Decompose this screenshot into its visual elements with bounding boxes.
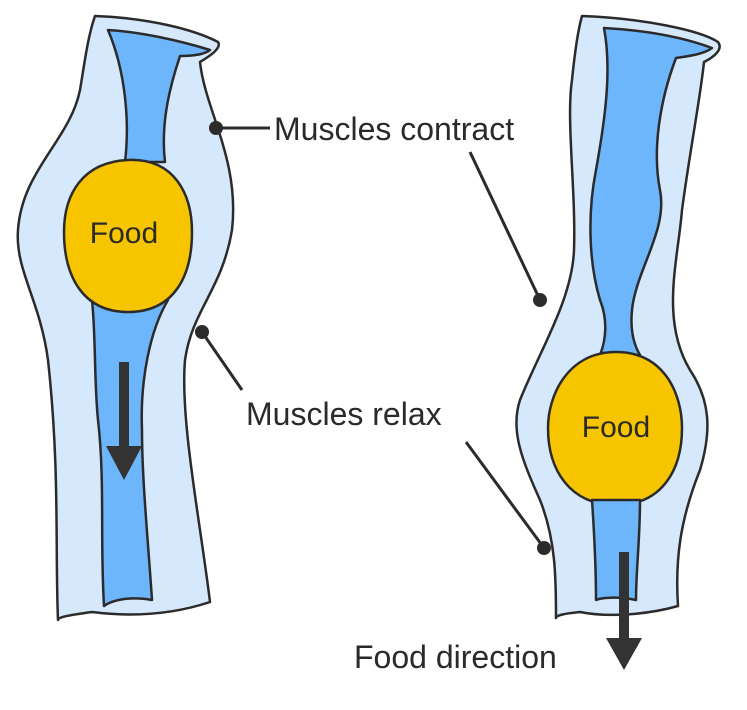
left-food-bolus bbox=[62, 158, 194, 314]
left-lumen-upper bbox=[106, 28, 212, 164]
relax-leader-left bbox=[200, 331, 244, 391]
left-food-label: Food bbox=[90, 217, 158, 250]
right-lumen-upper bbox=[589, 26, 714, 357]
relax-dot-left bbox=[195, 325, 209, 339]
left-esophagus-segment: Food bbox=[16, 14, 235, 622]
relax-leader-right bbox=[464, 441, 546, 549]
muscles-relax-label: Muscles relax bbox=[246, 396, 442, 432]
relax-dot-right bbox=[537, 541, 551, 555]
left-down-arrow-icon bbox=[106, 362, 142, 480]
callout-lines bbox=[195, 121, 551, 555]
right-esophagus-segment: Food bbox=[515, 14, 721, 670]
muscles-contract-label: Muscles contract bbox=[274, 111, 514, 147]
contract-dot-left bbox=[209, 121, 223, 135]
food-direction-label: Food direction bbox=[354, 639, 557, 675]
contract-dot-right bbox=[533, 293, 547, 307]
right-down-arrow-icon bbox=[606, 552, 642, 670]
right-food-label: Food bbox=[582, 411, 650, 444]
right-lumen-lower bbox=[590, 498, 642, 602]
contract-leader-right bbox=[468, 151, 542, 301]
